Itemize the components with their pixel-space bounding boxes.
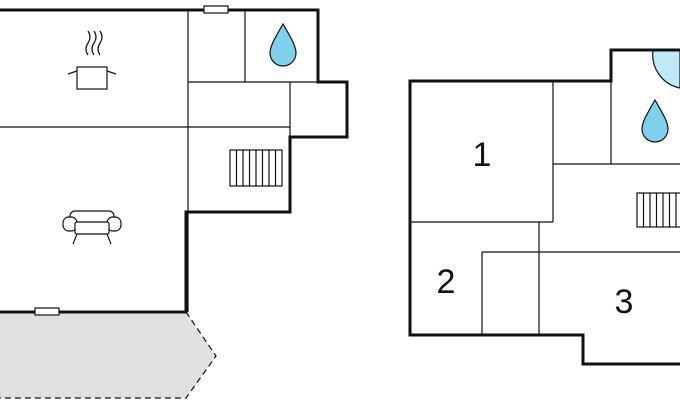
stairs-icon — [636, 192, 680, 228]
ground-floor-outer-walls — [0, 8, 349, 314]
ground-floor-inner-walls — [0, 10, 318, 312]
sofa-icon — [62, 210, 122, 245]
shower-icon — [652, 49, 680, 89]
upper-floor-plan: 1 2 3 — [408, 48, 680, 366]
room-3-label: 3 — [615, 283, 634, 321]
terrace-area — [0, 312, 216, 398]
room-2-label: 2 — [437, 263, 456, 301]
stairs-icon — [229, 149, 283, 187]
kitchen-pot-icon — [67, 30, 117, 90]
room-1-label: 1 — [473, 136, 492, 174]
window-icon — [203, 5, 229, 14]
window-icon — [34, 307, 60, 316]
ground-floor-plan — [0, 5, 349, 399]
water-drop-icon — [641, 98, 669, 143]
upper-floor-outer-walls — [408, 48, 680, 366]
upper-floor-inner-walls — [410, 81, 680, 335]
water-drop-icon — [269, 22, 297, 67]
